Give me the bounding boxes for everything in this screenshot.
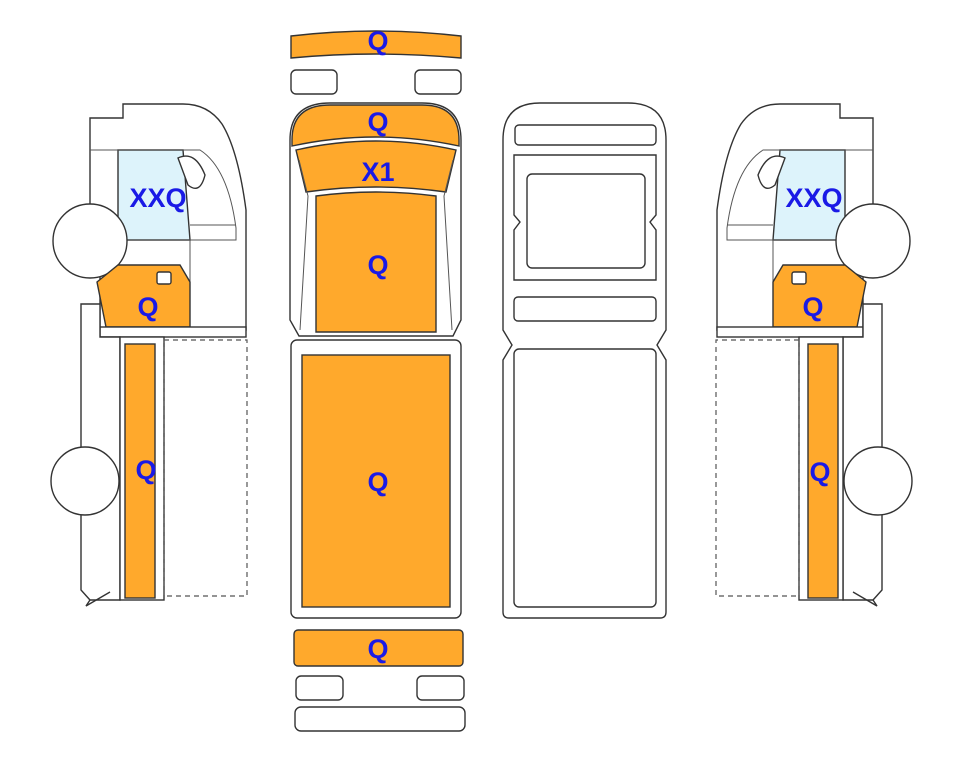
right-rear-skirt [852, 591, 878, 607]
rear-right-light [416, 675, 465, 701]
right-mirror [757, 155, 786, 189]
right-door-handle [791, 271, 807, 285]
left-door-handle [156, 271, 172, 285]
underside-cargo [513, 348, 657, 608]
right-cargo-dashed [715, 339, 800, 597]
cargo-roof-panel[interactable] [301, 354, 451, 608]
roof-label: Q [367, 250, 388, 280]
right-rear-wheel [843, 446, 913, 516]
underside-top-bar [514, 124, 657, 146]
right-side-view [715, 103, 913, 607]
front-left-light [290, 69, 338, 95]
right-door-lower-label: Q [802, 292, 823, 322]
left-window-line [90, 149, 237, 241]
rear-left-light [295, 675, 344, 701]
cargo-roof-label: Q [367, 467, 388, 497]
top-view: Q Q X1 Q Q Q [289, 26, 466, 732]
left-door-lower-label: Q [137, 292, 158, 322]
cab-left-side-line [298, 159, 309, 331]
left-mirror [177, 155, 206, 189]
cab-right-side-line [443, 159, 454, 331]
cab-roof-panel[interactable] [315, 191, 437, 333]
windshield-label: X1 [361, 157, 394, 187]
underside-view [502, 102, 667, 619]
left-rear-wheel [50, 446, 120, 516]
right-front-wheel [835, 203, 911, 279]
underside-mid-bar [513, 296, 657, 322]
left-cargo-dashed [163, 339, 248, 597]
rear-bumper-label: Q [367, 634, 388, 664]
left-side-view: XXQ Q Q [50, 103, 248, 607]
right-side-panel[interactable] [807, 343, 839, 599]
left-side-panel-label: Q [135, 455, 156, 485]
underside-engine [526, 173, 646, 269]
right-door-glass-label: XXQ [785, 183, 842, 213]
windshield-panel[interactable] [295, 140, 457, 193]
left-rear-skirt [85, 591, 111, 607]
left-door-glass-label: XXQ [129, 183, 186, 213]
left-sill [99, 326, 247, 338]
rear-bumper-panel[interactable] [293, 629, 464, 667]
hood-label: Q [367, 107, 388, 137]
right-side-panel-label: Q [809, 457, 830, 487]
front-right-light [414, 69, 462, 95]
front-bumper-label: Q [367, 26, 388, 56]
left-front-wheel [52, 203, 128, 279]
rear-step [294, 706, 466, 732]
front-bumper-panel[interactable] [290, 30, 462, 59]
hood-panel[interactable] [291, 104, 460, 147]
right-sill [716, 326, 864, 338]
right-window-line [726, 149, 873, 241]
left-side-panel[interactable] [124, 343, 156, 599]
